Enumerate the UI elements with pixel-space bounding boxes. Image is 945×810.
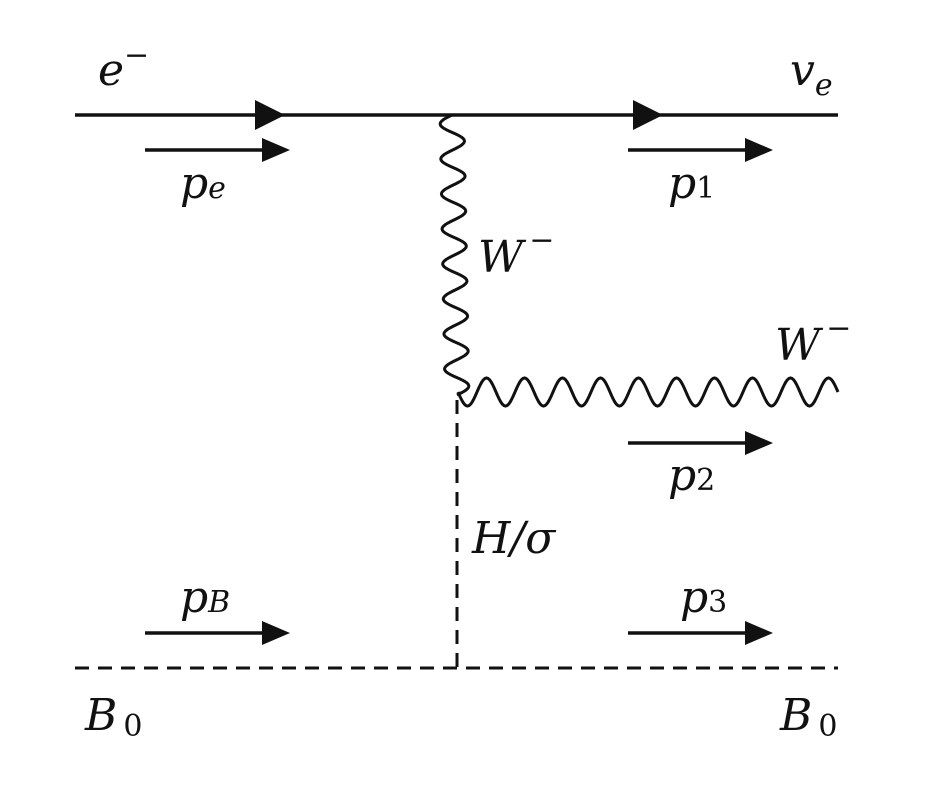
w-boson-outgoing bbox=[456, 376, 840, 408]
label-pe: pe bbox=[180, 158, 226, 209]
label-p2: p2 bbox=[668, 450, 715, 501]
momentum-arrow-pe bbox=[145, 138, 290, 162]
fermion-arrow-out bbox=[633, 100, 663, 130]
label-electron: e− bbox=[98, 38, 149, 96]
label-neutrino: ve bbox=[790, 45, 833, 103]
w-propagator-vertical bbox=[438, 113, 471, 397]
label-p3: p3 bbox=[680, 572, 727, 623]
momentum-arrow-p1 bbox=[628, 138, 773, 162]
momentum-arrow-pB bbox=[145, 621, 290, 645]
label-p1: p1 bbox=[668, 158, 715, 209]
fermion-arrow-in bbox=[255, 100, 285, 130]
label-w-outgoing: W− bbox=[775, 311, 851, 371]
label-scalar-propagator: H/σ bbox=[471, 513, 557, 564]
label-w-internal: W− bbox=[478, 223, 554, 283]
momentum-arrow-p3 bbox=[628, 621, 773, 645]
label-pB: pB bbox=[180, 572, 230, 623]
momentum-arrow-p2 bbox=[628, 431, 773, 455]
